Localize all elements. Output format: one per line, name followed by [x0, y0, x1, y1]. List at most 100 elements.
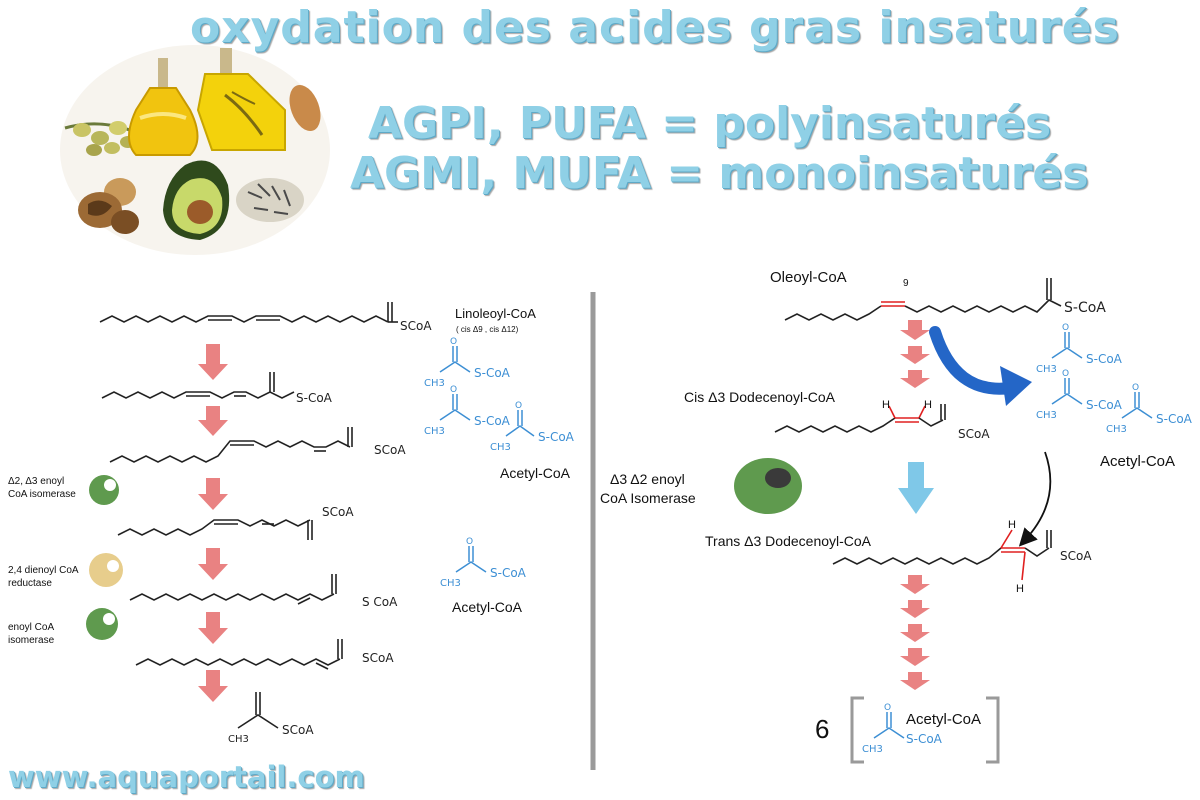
oxygen-label: O: [450, 337, 457, 347]
down-arrow: [900, 346, 930, 364]
enzyme-label: isomerase: [8, 635, 55, 646]
enzyme-label: reductase: [8, 578, 52, 589]
right-step-arrows: [900, 320, 930, 690]
molecule-left-3: [109, 427, 353, 463]
acetyl-coa-label: Acetyl-CoA: [452, 599, 523, 615]
down-arrow: [198, 670, 228, 702]
molecule-left-6: [135, 639, 343, 670]
enzyme-label: 2,4 dienoyl CoA: [8, 565, 79, 576]
thioester-label: S-CoA: [1064, 300, 1106, 316]
thioester-label: S-CoA: [474, 366, 511, 380]
molecule-left-2: [101, 372, 295, 399]
hydrogen-label: H: [924, 399, 932, 411]
methyl-label: CH3: [424, 426, 445, 437]
thioester-label: SCoA: [282, 723, 314, 737]
down-arrow: [900, 575, 930, 594]
cis-dodecenoyl-label: Cis Δ3 Dodecenoyl-CoA: [684, 389, 836, 405]
down-arrow: [198, 344, 228, 380]
acetyl-coa-label: Acetyl-CoA: [1100, 453, 1175, 470]
methyl-label: CH3: [1036, 364, 1057, 375]
oxygen-label: O: [1062, 369, 1069, 379]
enzyme-label: enoyl CoA: [8, 622, 54, 633]
down-arrow: [900, 624, 930, 642]
walnut-icon: [78, 178, 139, 234]
acetyl-coa-molecule: [1051, 378, 1083, 405]
isomerase-arrow: [898, 462, 934, 514]
isomerase-enzyme-icon: [86, 608, 118, 640]
down-arrow: [900, 320, 930, 340]
thioester-label: SCoA: [362, 651, 394, 665]
methyl-label: CH3: [440, 578, 461, 589]
left-step-arrows: [198, 344, 228, 702]
oxygen-label: O: [515, 401, 522, 411]
curved-arrow-icon: [1018, 451, 1052, 547]
isomerase-enzyme-icon: [89, 475, 119, 505]
oxygen-label: O: [1062, 323, 1069, 333]
reductase-enzyme-icon: [89, 553, 123, 587]
methyl-label: CH3: [1106, 424, 1127, 435]
sunflower-seeds-icon: [236, 178, 304, 222]
down-arrow: [198, 478, 228, 510]
curved-arrow-icon: [929, 326, 1032, 406]
thioester-label: S-CoA: [296, 391, 333, 405]
acetyl-coa-molecule: [505, 410, 535, 437]
down-arrow: [900, 648, 930, 666]
final-acetyl-coa-label: Acetyl-CoA: [906, 711, 981, 728]
acetyl-coa-molecule: [439, 394, 471, 421]
molecule-cis-dodecenoyl: [774, 404, 946, 433]
hydrogen-label: H: [882, 399, 890, 411]
methyl-label: CH3: [862, 744, 883, 755]
acetyl-coa-label: Acetyl-CoA: [500, 465, 571, 481]
thioester-label: S CoA: [362, 595, 398, 609]
methyl-label: CH3: [1036, 410, 1057, 421]
thioester-label: S-CoA: [490, 566, 527, 580]
down-arrow: [198, 548, 228, 580]
subtitle-mufa: AGMI, MUFA = monoinsaturés: [350, 148, 1089, 199]
trans-dodecenoyl-label: Trans Δ3 Dodecenoyl-CoA: [705, 533, 872, 549]
acetyl-coa-molecule: [1121, 392, 1153, 419]
thioester-label: S-CoA: [538, 430, 575, 444]
linoleoyl-label: Linoleoyl-CoA: [455, 306, 536, 321]
left-acetyl-products: [439, 346, 535, 573]
oxygen-label: O: [884, 703, 891, 713]
enzyme-label: CoA isomerase: [8, 489, 76, 500]
double-bond-position: 9: [903, 278, 909, 289]
bracket-right: [986, 696, 1000, 764]
hydrogen-label: H: [1008, 519, 1016, 531]
isomerase-label-line1: Δ3 Δ2 enoyl: [610, 471, 685, 487]
molecule-left-4: [117, 519, 313, 540]
isomerase-label-line2: CoA Isomerase: [600, 490, 696, 506]
molecule-left-5: [129, 574, 337, 605]
acetyl-coa-molecule: [1051, 332, 1083, 359]
acetyl-coa-molecule: [455, 546, 487, 573]
thioester-label: SCoA: [374, 443, 406, 457]
food-illustration: [60, 45, 330, 255]
thioester-label: S-CoA: [906, 732, 943, 746]
methyl-label: CH3: [228, 734, 249, 745]
right-acetyl-products: [1051, 332, 1153, 419]
isomerase-enzyme-icon: [734, 458, 802, 514]
down-arrow: [900, 370, 930, 388]
molecule-linoleoyl: [99, 302, 398, 323]
olives-icon: [64, 121, 136, 156]
enzyme-label: Δ2, Δ3 enoyl: [8, 476, 64, 487]
methyl-label: CH3: [424, 378, 445, 389]
bracket-left: [850, 696, 864, 764]
almond-icon: [289, 84, 321, 132]
acetyl-coa-molecule: [439, 346, 471, 373]
thioester-label: SCoA: [1060, 549, 1092, 563]
down-arrow: [900, 672, 930, 690]
subtitle-pufa: AGPI, PUFA = polyinsaturés: [368, 98, 1052, 149]
thioester-label: S-CoA: [1086, 352, 1123, 366]
thioester-label: SCoA: [400, 319, 432, 333]
linoleoyl-note: ( cis Δ9 , cis Δ12): [456, 325, 519, 334]
down-arrow: [198, 612, 228, 644]
thioester-label: S-CoA: [1086, 398, 1123, 412]
oxygen-label: O: [1132, 383, 1139, 393]
left-thioester-labels: SCoA S-CoA SCoA SCoA S CoA SCoA SCoA CH3: [228, 319, 432, 745]
thioester-label: S-CoA: [474, 414, 511, 428]
website-watermark: www.aquaportail.com: [8, 760, 365, 794]
thioester-label: SCoA: [958, 427, 990, 441]
oxygen-label: O: [466, 537, 473, 547]
